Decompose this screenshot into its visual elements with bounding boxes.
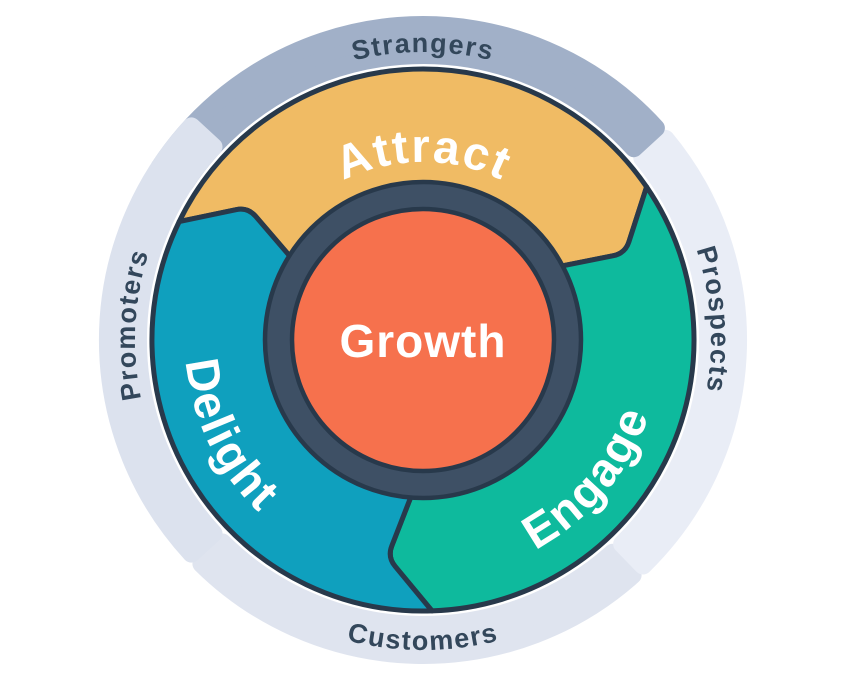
promoters-band <box>98 117 223 563</box>
growth-circle <box>289 206 557 474</box>
audience-ring <box>98 16 748 664</box>
customers-band <box>192 533 642 664</box>
prospects-band <box>613 129 748 575</box>
stage-segments <box>149 66 697 614</box>
strangers-band <box>150 16 665 193</box>
growth-label: Growth <box>340 315 507 367</box>
